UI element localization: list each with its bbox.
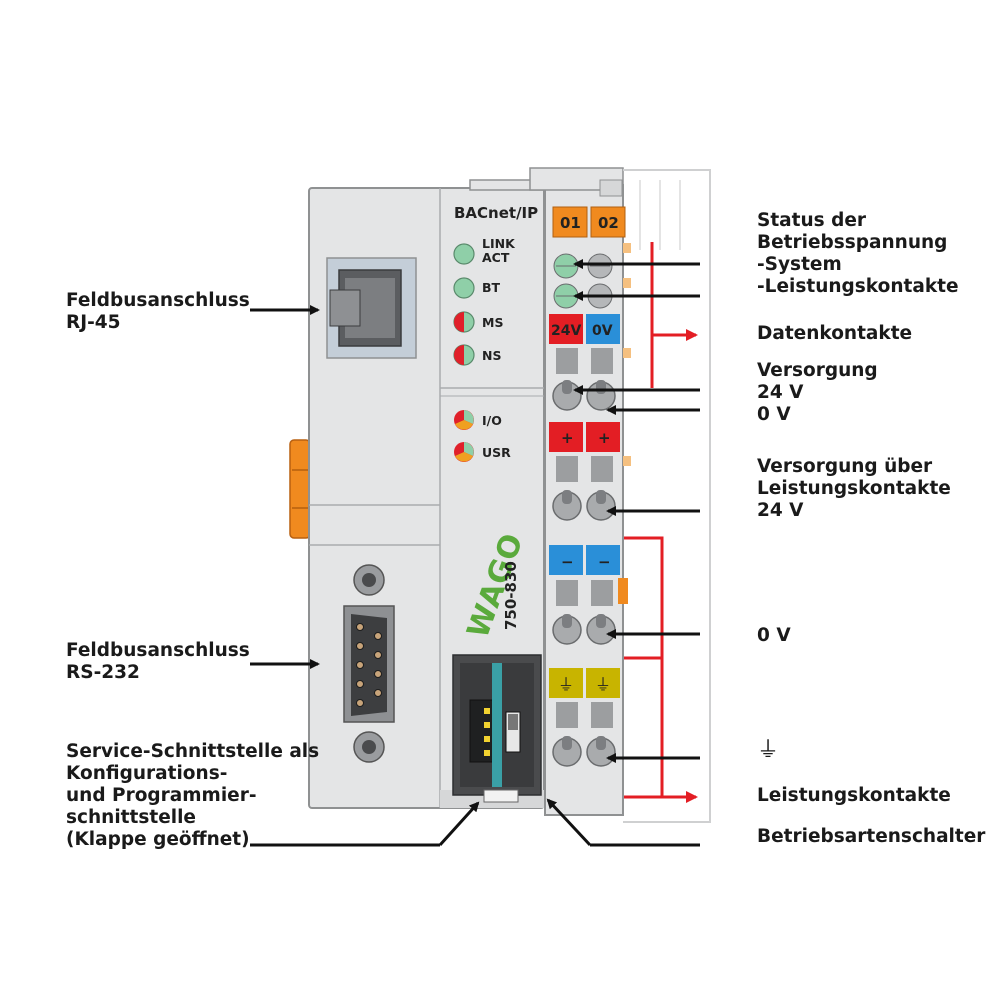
led-ms-label: MS: [482, 315, 503, 330]
ground-symbol-icon: ⏚: [757, 738, 780, 763]
status-leds: BACnet/IP LINK ACT BT MS NS I/O USR: [453, 204, 538, 462]
rj45-port: [326, 257, 417, 359]
terminal-minus-1: −: [561, 553, 574, 571]
label-mode-switch: Betriebsartenschalter: [757, 826, 986, 847]
rs232-dsub-port: [343, 564, 395, 763]
label-rj45: Feldbusanschluss RJ-45: [66, 290, 250, 333]
terminal-plus-1: +: [561, 429, 574, 447]
label-zero-v: 0 V: [757, 625, 791, 646]
led-ns: [453, 344, 475, 366]
terminal-ground-2: ⏚: [595, 675, 611, 694]
protocol-label: BACnet/IP: [454, 204, 538, 222]
led-bt: [453, 277, 475, 299]
led-link-act: [453, 243, 475, 265]
label-data-contacts: Datenkontakte: [757, 323, 913, 344]
label-supply: Versorgung 24 V 0 V: [757, 360, 878, 425]
led-link-label: LINK: [482, 236, 516, 251]
side-latch: [289, 439, 311, 539]
led-usr: [454, 442, 474, 462]
label-status: Status der Betriebsspannung -System -Lei…: [757, 210, 959, 297]
terminal-24v: 24V: [551, 323, 581, 339]
leader-arrows: [250, 259, 700, 847]
service-interface: [452, 654, 542, 803]
terminal-minus-2: −: [598, 553, 611, 571]
contact-lines: [624, 242, 698, 803]
label-service-interface: Service-Schnittstelle als Konfigurations…: [66, 741, 320, 850]
label-power-contacts: Leistungskontakte: [757, 785, 951, 806]
led-act-label: ACT: [482, 250, 510, 265]
terminal-block: 01 02 24V 0V + + −: [529, 167, 711, 823]
terminal-ground-1: ⏚: [558, 675, 574, 694]
led-io: [454, 410, 474, 430]
model-text: 750-830: [502, 561, 520, 630]
label-rs232: Feldbusanschluss RS-232: [66, 640, 250, 683]
led-bt-label: BT: [482, 280, 501, 295]
led-ms: [453, 311, 475, 333]
status-01: 01: [560, 214, 581, 232]
led-ns-label: NS: [482, 348, 501, 363]
terminal-plus-2: +: [598, 429, 611, 447]
led-usr-label: USR: [482, 445, 511, 460]
label-supply-power-contacts: Versorgung über Leistungskontakte 24 V: [757, 456, 951, 521]
status-02: 02: [598, 214, 619, 232]
led-io-label: I/O: [482, 413, 502, 428]
terminal-0v: 0V: [592, 323, 613, 339]
